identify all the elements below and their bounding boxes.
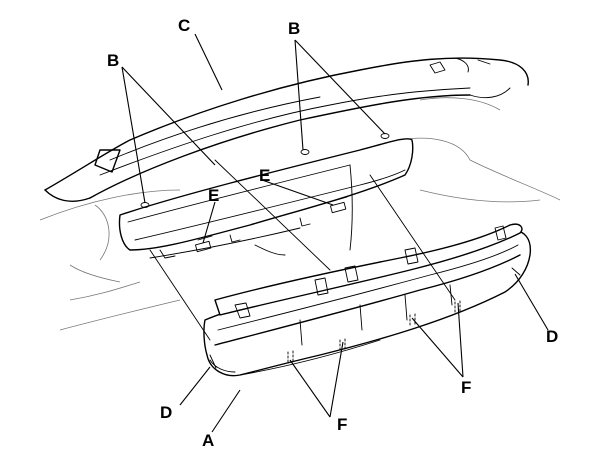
- upper-body-panel: [44, 57, 529, 202]
- callout-f-center: F: [337, 415, 347, 434]
- callout-e-right: E: [259, 166, 270, 185]
- callout-b-right: B: [288, 19, 300, 38]
- callout-e-left: E: [208, 186, 219, 205]
- vehicle-body-outline: [39, 97, 561, 331]
- callout-d-left: D: [160, 403, 172, 422]
- impact-absorber-panel: [118, 133, 414, 259]
- callout-d-right: D: [546, 327, 558, 346]
- callout-a: A: [202, 431, 214, 450]
- leader-lines: [121, 33, 549, 433]
- callout-c: C: [178, 16, 190, 35]
- bumper-cover: [203, 223, 532, 377]
- alignment-lines: [149, 159, 456, 341]
- callout-f-right: F: [461, 378, 471, 397]
- callout-b-left: B: [107, 51, 119, 70]
